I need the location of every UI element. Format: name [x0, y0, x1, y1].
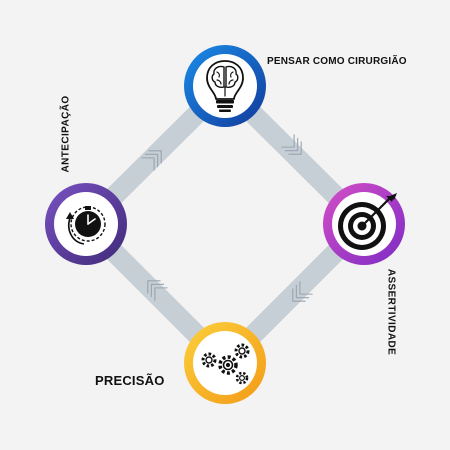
stopwatch-icon: [66, 206, 106, 245]
node-pensar-como-cirurgiao: [184, 45, 266, 127]
connectors: [76, 76, 374, 373]
label-pensar-como-cirurgiao: PENSAR COMO CIRURGIÃO: [267, 56, 407, 67]
node-assertividade: [323, 183, 405, 265]
gears-icon: [201, 343, 250, 385]
node-precisao: [184, 322, 266, 404]
brain-lightbulb-icon: [206, 60, 244, 112]
target-dart-icon: [338, 193, 397, 250]
label-antecipacao: ANTECIPAÇÃO: [60, 95, 72, 173]
node-antecipacao: [45, 183, 127, 265]
label-precisao: PRECISÃO: [95, 373, 165, 388]
label-assertividade: ASSERTIVIDADE: [385, 268, 397, 356]
